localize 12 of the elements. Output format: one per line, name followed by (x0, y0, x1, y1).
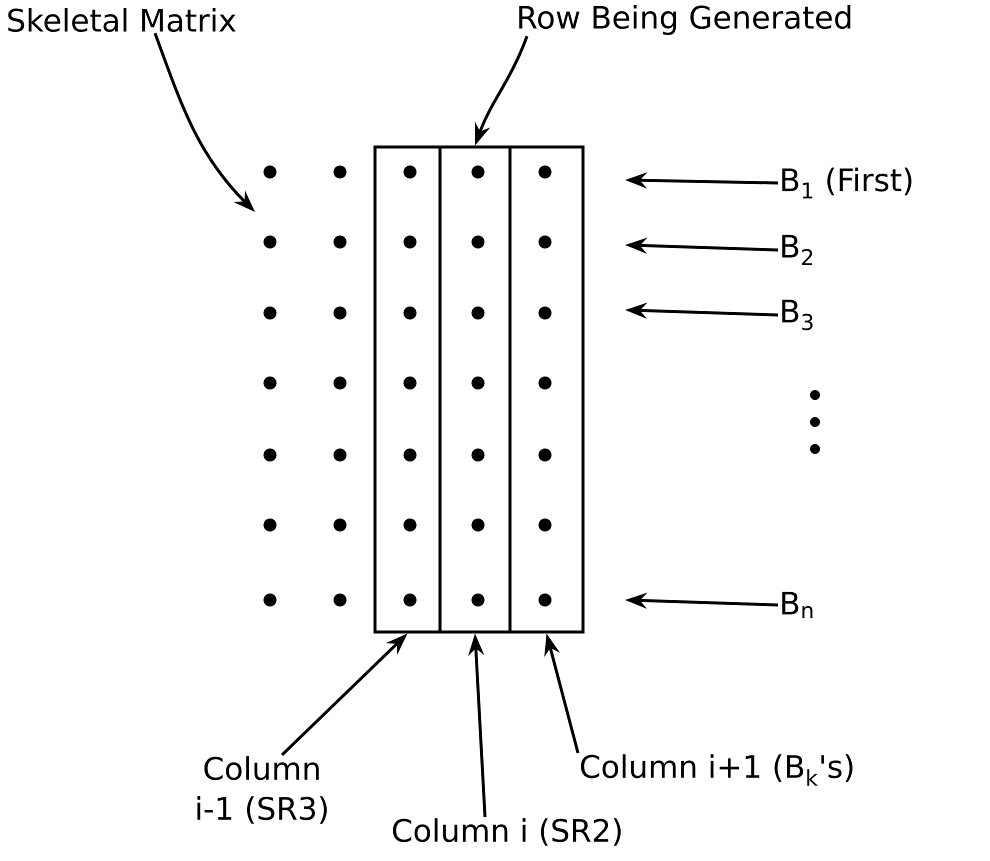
row-label: B$_{3}$ (782, 300, 813, 330)
row-label: B$_{2}$ (782, 234, 812, 266)
column-box (438, 145, 512, 634)
column-box (374, 145, 442, 634)
column-label: Column i+1 (B$_{k}$'s) (580, 754, 852, 786)
column-label: Column i-1 (SR3) (197, 756, 327, 824)
row-label: B$_{1}$ (First) (782, 168, 912, 198)
column-box (508, 145, 584, 634)
caption-text: Row Being Generated (519, 4, 850, 35)
row-label: B$_{n}$ (782, 592, 812, 618)
caption-text: Skeletal Matrix (8, 8, 236, 32)
column-label: Column i (SR2) (392, 818, 621, 846)
